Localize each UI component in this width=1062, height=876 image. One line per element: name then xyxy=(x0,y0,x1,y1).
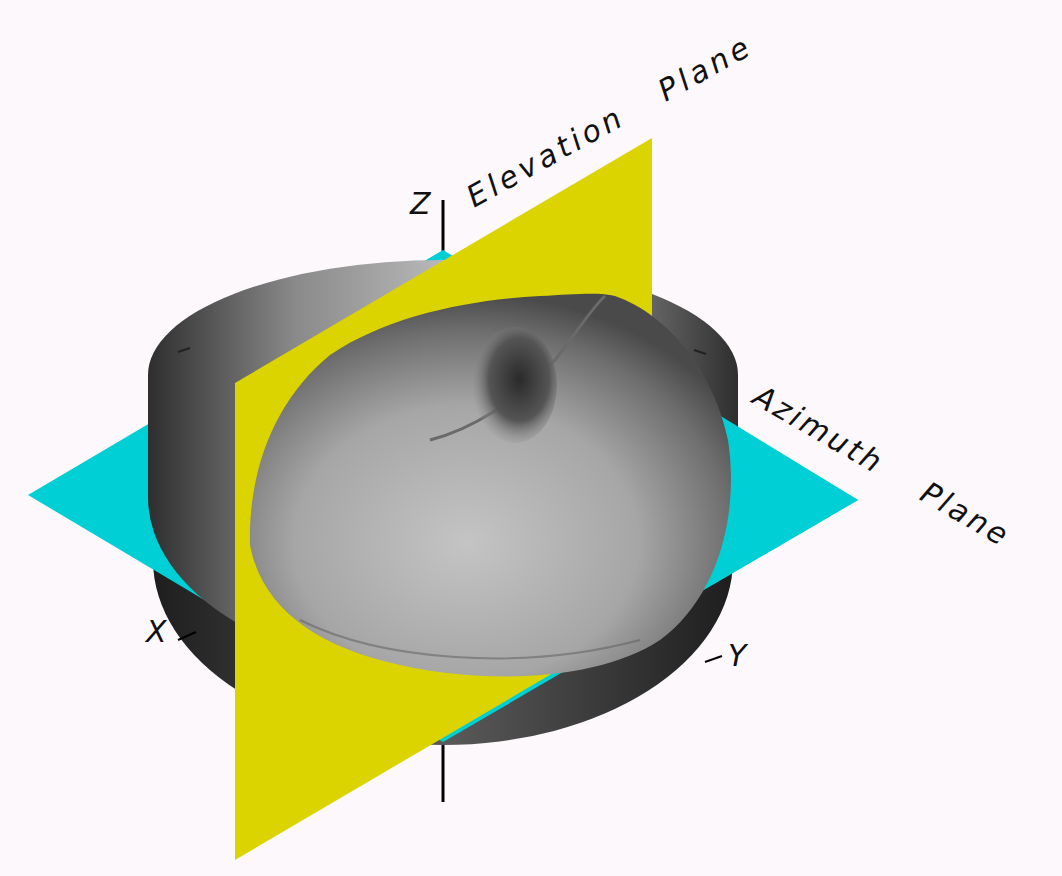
z-axis xyxy=(442,740,445,802)
lobe-shading xyxy=(300,620,640,658)
pattern-front-lobe xyxy=(250,294,731,677)
tick xyxy=(178,348,190,352)
pattern-dimple xyxy=(473,327,557,443)
axis-label: Z xyxy=(410,186,431,222)
azimuth-plane xyxy=(28,250,858,742)
tick xyxy=(694,350,706,354)
axis-label: Y xyxy=(728,638,746,674)
x-tick xyxy=(178,632,196,640)
y-tick xyxy=(705,656,722,662)
axis-label: X xyxy=(146,614,167,650)
